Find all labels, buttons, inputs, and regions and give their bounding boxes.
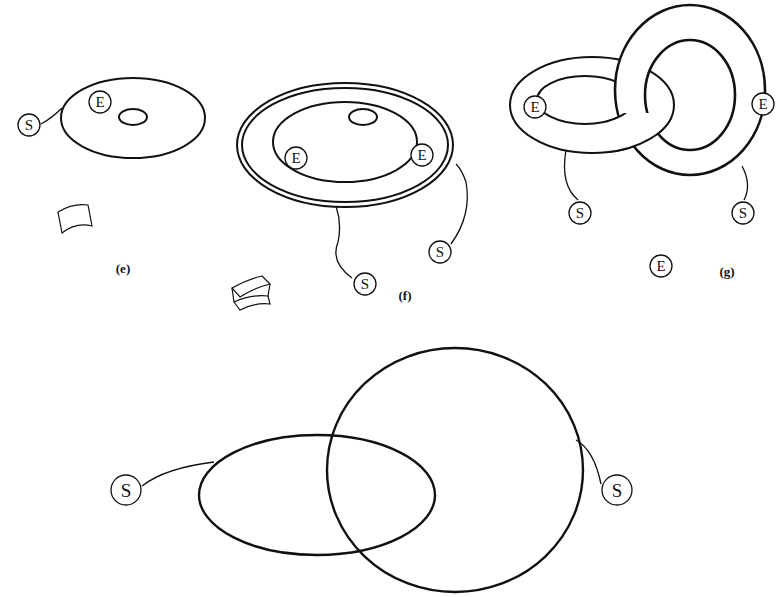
surface-letter: E	[291, 151, 300, 166]
letter-circle: S	[110, 474, 142, 506]
letter-circle: E	[751, 92, 775, 116]
surface-letter: S	[739, 206, 747, 221]
annulus-outline	[273, 102, 417, 182]
surface-letter: E	[656, 259, 665, 274]
letter-circle: S	[17, 113, 41, 137]
figure-label: (e)	[116, 261, 130, 277]
surface-letter: S	[25, 118, 33, 133]
closed-curve	[199, 435, 435, 555]
letter-circle: E	[88, 90, 112, 114]
annulus-outline	[237, 83, 453, 207]
surface-letter: S	[612, 481, 623, 500]
surface-block	[232, 276, 270, 297]
letter-circle: E	[523, 95, 547, 119]
surface-letter: E	[95, 95, 104, 110]
letter-circle: S	[353, 272, 377, 296]
leader-line	[742, 166, 748, 200]
leader-line	[41, 108, 62, 124]
surface-letter: E	[530, 100, 539, 115]
surface-letter: S	[121, 481, 132, 500]
annulus-outline	[242, 88, 448, 202]
leader-line	[576, 440, 601, 484]
surface-block	[232, 284, 270, 302]
leader-line	[565, 150, 579, 200]
closed-curve	[327, 348, 583, 592]
letter-circle: E	[649, 254, 673, 278]
letter-circle: S	[601, 474, 633, 506]
letter-circle: E	[410, 143, 434, 167]
leader-line	[142, 462, 214, 486]
torus-outline	[615, 5, 765, 175]
leader-line	[336, 206, 352, 278]
hole-outline	[349, 109, 377, 125]
surface-letter: S	[436, 245, 444, 260]
surface-patch	[58, 205, 92, 233]
surface-letter: E	[417, 148, 426, 163]
hole-outline	[119, 109, 147, 125]
letter-circle: S	[568, 201, 592, 225]
surface-letter: S	[576, 206, 584, 221]
letter-circle: S	[731, 201, 755, 225]
figure-label: (f)	[399, 288, 412, 304]
surface-letter: E	[758, 97, 767, 112]
letter-circle: E	[284, 146, 308, 170]
annulus-outline	[61, 78, 205, 158]
letter-circle: S	[428, 240, 452, 264]
torus-outline	[606, 113, 672, 153]
figure-label: (g)	[719, 264, 734, 280]
surface-letter: S	[361, 277, 369, 292]
surface-block	[234, 296, 270, 310]
leader-line	[451, 164, 467, 244]
